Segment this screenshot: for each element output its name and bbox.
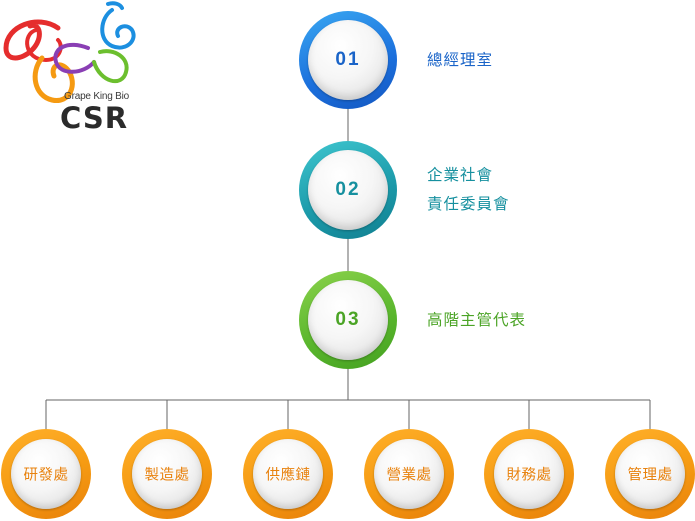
level-number-02: 02 — [335, 179, 361, 200]
logo-tagline: Grape King Bio — [64, 91, 130, 102]
level-label-03-line-1: 高階主管代表 — [427, 311, 527, 329]
department-label: 營業處 — [386, 467, 432, 484]
logo-swirl-icon — [3, 1, 136, 103]
level-label-03: 高階主管代表 — [427, 306, 526, 335]
level-label-02-line-2: 責任委員會 — [427, 195, 510, 213]
department-node-sales: 營業處 — [364, 429, 454, 519]
level-label-01-line-1: 總經理室 — [427, 51, 494, 69]
department-node-face: 製造處 — [132, 439, 202, 509]
department-label: 管理處 — [627, 467, 673, 484]
level-node-01: 01 — [299, 11, 397, 109]
level-node-01-face: 01 — [308, 20, 388, 100]
department-node-rnd: 研發處 — [1, 429, 91, 519]
level-node-02-face: 02 — [308, 150, 388, 230]
department-node-finance: 財務處 — [484, 429, 574, 519]
department-node-face: 財務處 — [494, 439, 564, 509]
department-node-administration: 管理處 — [605, 429, 695, 519]
level-node-02: 02 — [299, 141, 397, 239]
level-node-03-face: 03 — [308, 280, 388, 360]
level-label-02-line-1: 企業社會 — [427, 166, 494, 184]
department-node-manufacturing: 製造處 — [122, 429, 212, 519]
department-label: 供應鏈 — [265, 467, 311, 484]
department-node-face: 管理處 — [615, 439, 685, 509]
level-number-03: 03 — [335, 309, 361, 330]
level-label-01: 總經理室 — [427, 46, 493, 75]
department-node-face: 營業處 — [374, 439, 444, 509]
department-node-supply-chain: 供應鏈 — [243, 429, 333, 519]
department-node-face: 供應鏈 — [253, 439, 323, 509]
department-label: 財務處 — [506, 467, 552, 484]
department-label: 研發處 — [23, 467, 69, 484]
grape-king-bio-logo: Grape King Bio CSR — [0, 0, 170, 140]
level-number-01: 01 — [335, 49, 361, 70]
department-node-face: 研發處 — [11, 439, 81, 509]
level-label-02: 企業社會 責任委員會 — [427, 161, 510, 219]
level-node-03: 03 — [299, 271, 397, 369]
department-label: 製造處 — [144, 467, 190, 484]
logo-wordmark: CSR — [60, 101, 129, 135]
